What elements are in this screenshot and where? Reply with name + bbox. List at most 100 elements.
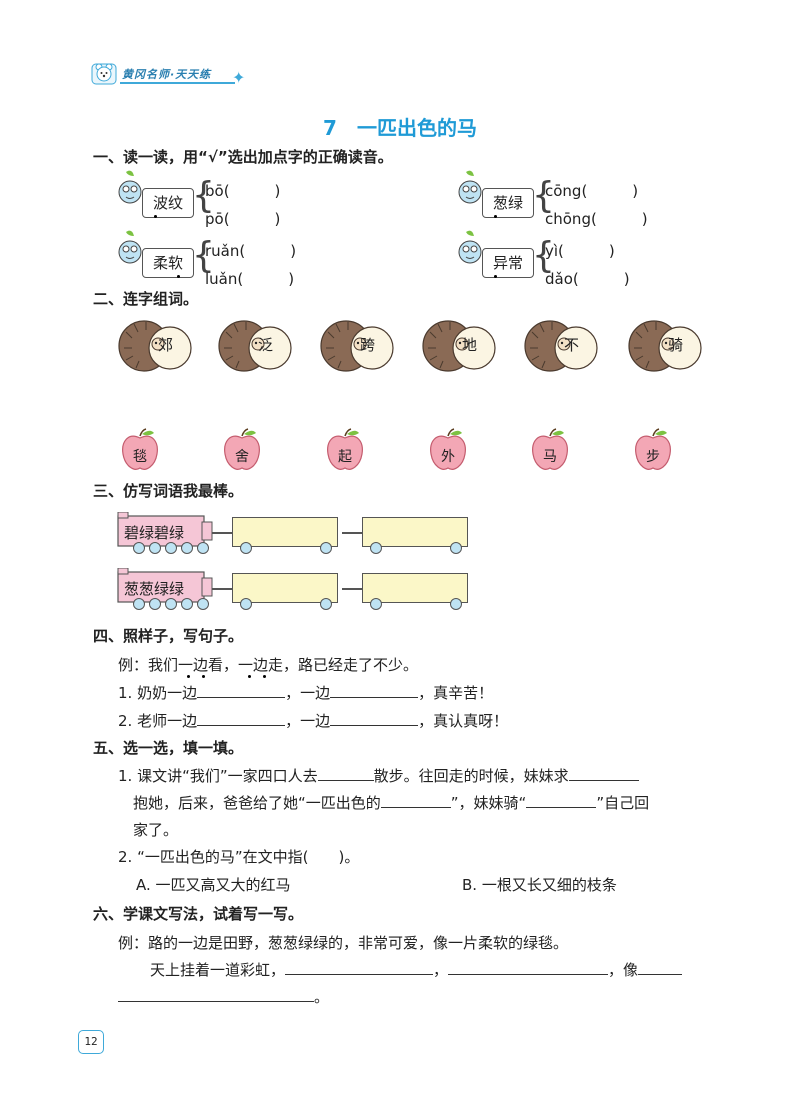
answer-blank[interactable] <box>118 987 314 1002</box>
train-engine: 碧绿碧绿 <box>116 511 214 552</box>
hedgehog-card[interactable]: 郊 <box>118 318 194 374</box>
character-label: 舍 <box>235 449 249 465</box>
brace: { <box>532 175 555 216</box>
apple-icon <box>430 428 466 470</box>
sentence-text: ，真辛苦！ <box>418 684 494 702</box>
apple-card[interactable]: 起 <box>325 428 365 472</box>
pinyin-option[interactable]: chōng( ) <box>545 210 648 228</box>
brand-underline <box>120 82 235 84</box>
emphasis-dot <box>494 215 497 218</box>
emphasis-dot <box>248 675 251 678</box>
q3-heading: 三、仿写词语我最棒。 <box>93 482 244 500</box>
sentence-text: ，像 <box>608 961 639 979</box>
hedgehog-icon <box>320 320 394 372</box>
sentence-text: 2. 老师一边 <box>118 712 198 730</box>
train-wheel <box>197 598 209 610</box>
q5-line-3: 家了。 <box>133 821 179 839</box>
pinyin-option[interactable]: ruǎn( ) <box>205 242 297 260</box>
train-wheel <box>181 598 193 610</box>
answer-blank[interactable] <box>330 711 419 726</box>
q5-question-2: 2. “一匹出色的马”在文中指( )。 <box>118 848 360 866</box>
answer-blank[interactable] <box>330 683 419 698</box>
answer-blank[interactable] <box>638 960 683 975</box>
train-wheel <box>370 542 382 554</box>
answer-blank[interactable] <box>317 766 374 781</box>
q5-heading: 五、选一选，填一填。 <box>93 739 244 757</box>
sentence-text: ， <box>433 961 449 979</box>
train-car-answer[interactable] <box>232 573 338 603</box>
option-a[interactable]: A. 一匹又高又大的红马 <box>136 876 291 894</box>
train-car-answer[interactable] <box>362 573 468 603</box>
train-wheel <box>450 542 462 554</box>
answer-blank[interactable] <box>380 793 451 808</box>
apple-card[interactable]: 马 <box>530 428 570 472</box>
train-wheel <box>320 542 332 554</box>
answer-blank[interactable] <box>285 960 434 975</box>
train-coupler <box>342 588 362 590</box>
answer-blank[interactable] <box>448 960 609 975</box>
q2-heading: 二、连字组词。 <box>93 290 199 308</box>
train-coupler <box>212 588 232 590</box>
train-wheel <box>181 542 193 554</box>
train-engine-icon <box>117 567 213 603</box>
emphasis-dot <box>177 275 180 278</box>
pinyin-option[interactable]: cōng( ) <box>545 182 639 200</box>
emphasis-dot <box>187 675 190 678</box>
brand-header: 黄冈名师·天天练 ✦ <box>90 60 250 90</box>
character-label: 郊 <box>158 336 174 354</box>
apple-card[interactable]: 舍 <box>222 428 262 472</box>
apple-icon <box>224 428 260 470</box>
sentence-text: ，一边 <box>285 712 331 730</box>
train-word: 碧绿碧绿 <box>124 524 185 542</box>
pinyin-option[interactable]: yì( ) <box>545 242 615 260</box>
sentence-text: 1. 课文讲“我们”一家四口人去 <box>118 767 318 785</box>
sentence-text: ，真认真呀！ <box>418 712 509 730</box>
apple-icon <box>532 428 568 470</box>
page-number: 12 <box>78 1030 104 1054</box>
apple-card[interactable]: 毯 <box>120 428 160 472</box>
option-b[interactable]: B. 一根又长又细的枝条 <box>462 876 617 894</box>
hedgehog-card[interactable]: 骑 <box>628 318 704 374</box>
train-coupler <box>212 532 232 534</box>
train-wheel <box>149 542 161 554</box>
hedgehog-card[interactable]: 泛 <box>218 318 294 374</box>
train-car-answer[interactable] <box>232 517 338 547</box>
pinyin-option[interactable]: dǎo( ) <box>545 270 630 288</box>
hedgehog-icon <box>422 320 496 372</box>
answer-blank[interactable] <box>197 711 286 726</box>
apple-card[interactable]: 外 <box>428 428 468 472</box>
emphasis-dot <box>154 215 157 218</box>
answer-blank[interactable] <box>568 766 639 781</box>
q4-example: 例：我们一边看，一边走，路已经走了不少。 <box>118 656 419 674</box>
pinyin-option[interactable]: bō( ) <box>205 182 281 200</box>
hedgehog-card[interactable]: 跨 <box>320 318 396 374</box>
answer-blank[interactable] <box>526 793 597 808</box>
character-label: 步 <box>646 449 660 465</box>
pinyin-option[interactable]: pō( ) <box>205 210 281 228</box>
sentence-text: 散步。往回走的时候，妹妹求 <box>373 767 569 785</box>
word-box-3: 柔软 <box>142 248 194 278</box>
q6-example: 例：路的一边是田野，葱葱绿绿的，非常可爱，像一片柔软的绿毯。 <box>118 934 569 952</box>
pinyin-option[interactable]: luǎn( ) <box>205 270 295 288</box>
apple-card[interactable]: 步 <box>633 428 673 472</box>
character-label: 外 <box>441 449 455 465</box>
character-label: 毯 <box>133 449 147 465</box>
q6-heading: 六、学课文写法，试着写一写。 <box>93 905 304 923</box>
emphasis-dot <box>202 675 205 678</box>
answer-blank[interactable] <box>197 683 286 698</box>
lesson-title: 7 一匹出色的马 <box>323 116 477 140</box>
bug-icon <box>458 230 482 264</box>
brace: { <box>192 175 215 216</box>
character-label: 骑 <box>668 336 684 354</box>
sentence-text: 天上挂着一道彩虹， <box>150 961 286 979</box>
hedgehog-card[interactable]: 地 <box>422 318 498 374</box>
hedgehog-icon <box>524 320 598 372</box>
character-label: 泛 <box>258 336 274 354</box>
hedgehog-card[interactable]: 不 <box>524 318 600 374</box>
bug-icon <box>118 170 142 204</box>
train-wheel <box>370 598 382 610</box>
character-label: 跨 <box>360 336 376 354</box>
train-wheel <box>165 598 177 610</box>
train-car-answer[interactable] <box>362 517 468 547</box>
bug-icon <box>458 170 482 204</box>
